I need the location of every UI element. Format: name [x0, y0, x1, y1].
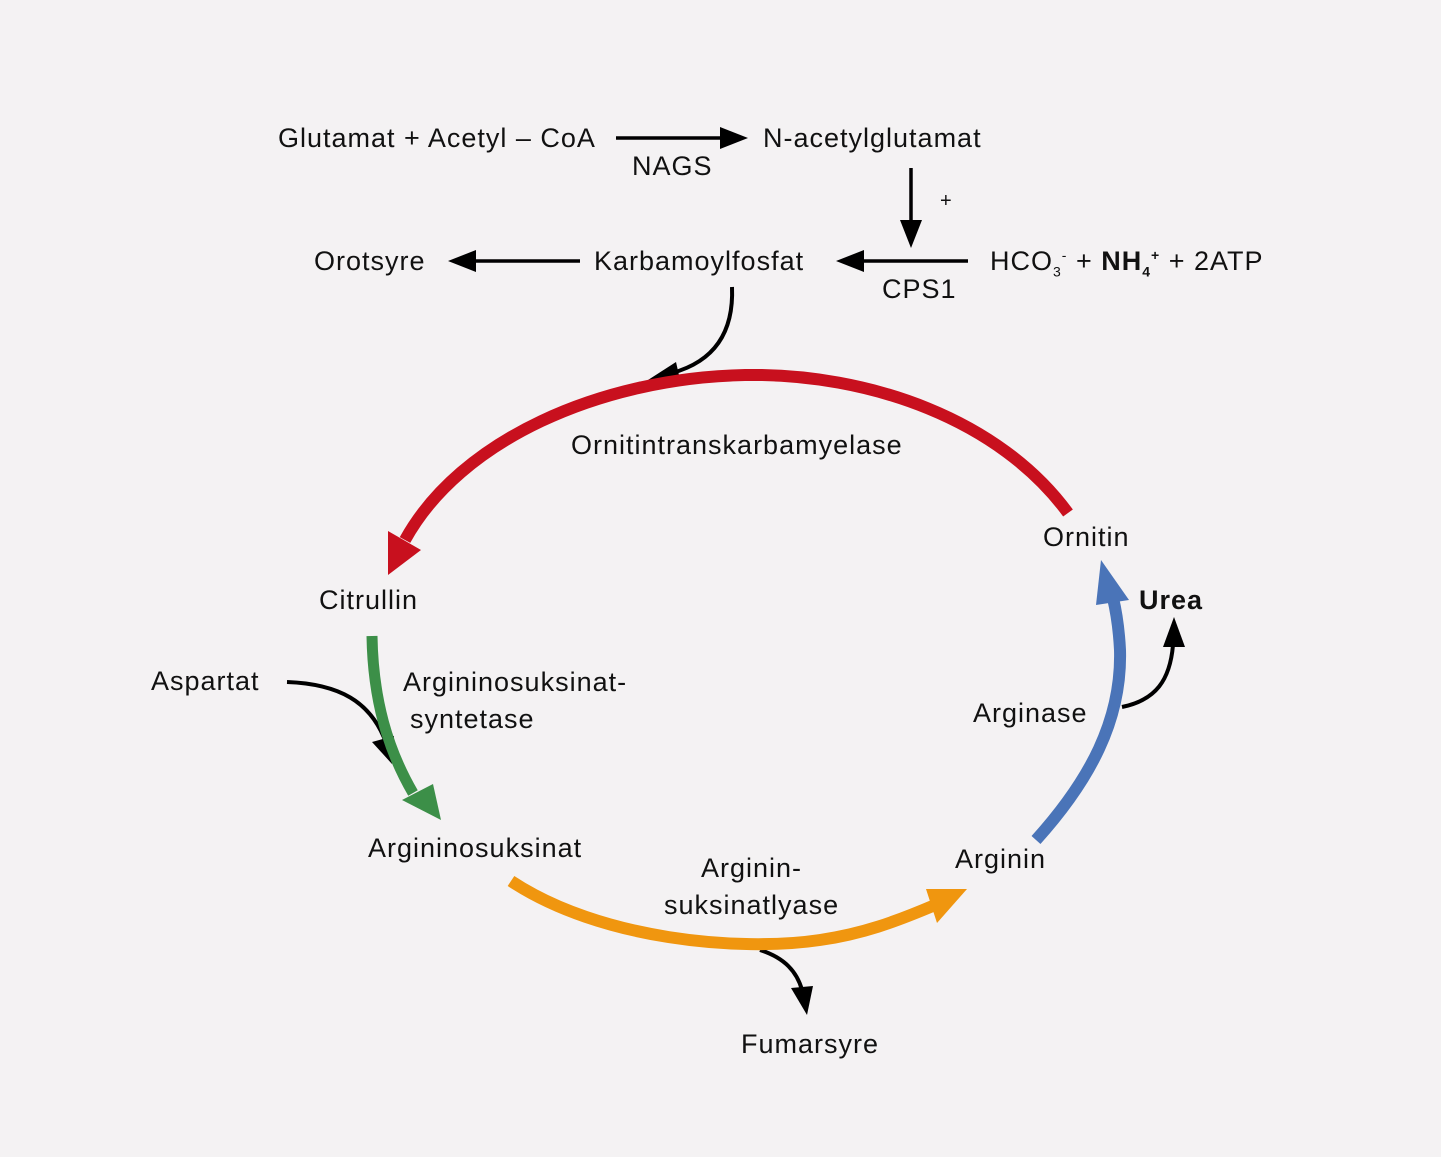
ornitin-label: Ornitin [1043, 522, 1130, 552]
aspartat-arrow-line [286, 680, 387, 741]
arginase-arrow-line [1031, 596, 1127, 845]
orotsyre-arrow-head [448, 250, 476, 272]
argininosuksinat-syntetase-arrow-head [402, 784, 441, 820]
n-acetylglutamat-label: N-acetylglutamat [763, 123, 982, 153]
nh4-label: NH [1101, 246, 1143, 276]
arginin-suksinatlyase-arrow-line [507, 875, 938, 951]
fumarsyre-arrow-head [791, 986, 813, 1015]
activator-plus-label: + [940, 190, 953, 212]
nh4-superscript: + [1151, 247, 1161, 263]
arginin-suksinatlyase-arrow-head [926, 889, 967, 923]
hco3-superscript: - [1061, 247, 1068, 263]
nh4-subscript: 4 [1142, 263, 1152, 280]
plus-label: + [1067, 246, 1102, 276]
arginase-label: Arginase [973, 698, 1088, 728]
cps1-enzyme-label: CPS1 [882, 274, 957, 304]
substrates-label: HCO3- + NH4+ + 2ATP [990, 246, 1264, 279]
arginin-suksinatlyase-label-line1: Arginin- [701, 853, 803, 883]
urea-arrow-head [1163, 617, 1185, 647]
argininosuksinat-syntetase-label-line1: Argininosuksinat- [403, 667, 628, 697]
ornitintranskarbamyelase-arrow-head [388, 531, 421, 575]
glutamat-acetyl-coa-label: Glutamat + Acetyl – CoA [278, 123, 596, 153]
aspartat-label: Aspartat [151, 666, 260, 696]
argininosuksinat-syntetase-label-line2: syntetase [410, 704, 535, 734]
n-acetylglutamat-down-arrow-head [900, 220, 922, 248]
fumarsyre-arrow-line [759, 948, 804, 991]
arginin-suksinatlyase-label-line2: suksinatlyase [664, 890, 840, 920]
ornitintranskarbamyelase-arrow-line [399, 368, 1073, 543]
orotsyre-label: Orotsyre [314, 246, 426, 276]
fumarsyre-label: Fumarsyre [741, 1029, 880, 1059]
nags-enzyme-label: NAGS [632, 151, 713, 181]
urea-label: Urea [1139, 585, 1204, 615]
arginin-label: Arginin [955, 844, 1047, 874]
argininosuksinat-syntetase-arrow-line [366, 635, 418, 796]
plus-2atp-label: + 2ATP [1160, 246, 1264, 276]
citrullin-label: Citrullin [319, 585, 419, 615]
argininosuksinat-label: Argininosuksinat [368, 833, 583, 863]
karbamoylfosfat-entry-arrow-line [671, 286, 735, 375]
cps1-arrow-head [836, 250, 864, 272]
urea-arrow-line [1121, 644, 1175, 709]
nags-arrow-head [720, 127, 748, 149]
ornitintranskarbamyelase-label: Ornitintranskarbamyelase [571, 430, 903, 460]
karbamoylfosfat-label: Karbamoylfosfat [594, 246, 805, 276]
hco3-subscript: 3 [1053, 263, 1062, 280]
arginase-arrow-head [1096, 560, 1129, 605]
hco3-label: HCO [990, 246, 1053, 276]
